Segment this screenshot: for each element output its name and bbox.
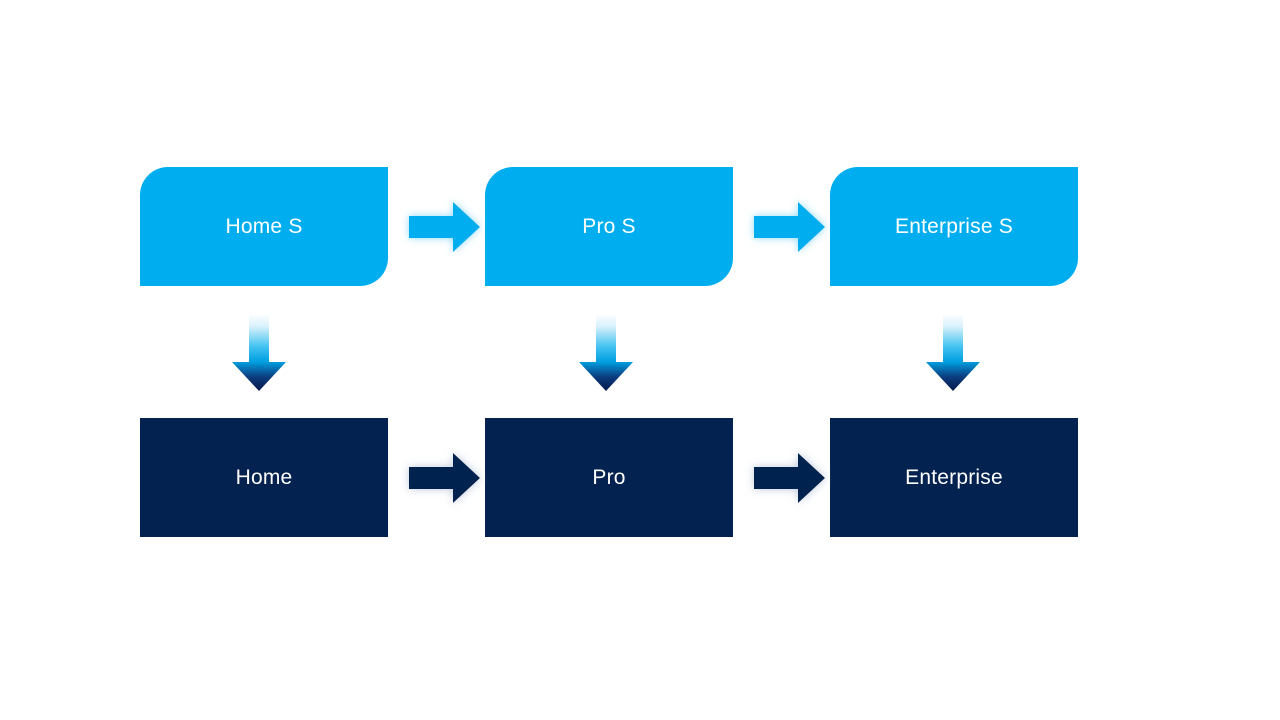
arrow-pro-s-to-pro [578, 314, 634, 392]
node-home-s[interactable]: Home S [140, 167, 388, 286]
node-home[interactable]: Home [140, 418, 388, 537]
node-enterprise[interactable]: Enterprise [830, 418, 1078, 537]
arrow-home-s-to-home [231, 314, 287, 392]
node-label: Enterprise S [895, 215, 1013, 238]
arrow-pro-s-to-enterprise-s [754, 200, 826, 254]
arrow-home-s-to-pro-s [409, 200, 481, 254]
node-label: Home S [225, 215, 303, 238]
node-enterprise-s[interactable]: Enterprise S [830, 167, 1078, 286]
node-pro[interactable]: Pro [485, 418, 733, 537]
node-label: Pro [592, 466, 626, 489]
node-label: Pro S [582, 215, 636, 238]
arrow-home-to-pro [409, 451, 481, 505]
arrow-enterprise-s-to-enterprise [925, 314, 981, 392]
node-pro-s[interactable]: Pro S [485, 167, 733, 286]
arrow-pro-to-enterprise [754, 451, 826, 505]
node-label: Home [235, 466, 293, 489]
node-label: Enterprise [905, 466, 1003, 489]
